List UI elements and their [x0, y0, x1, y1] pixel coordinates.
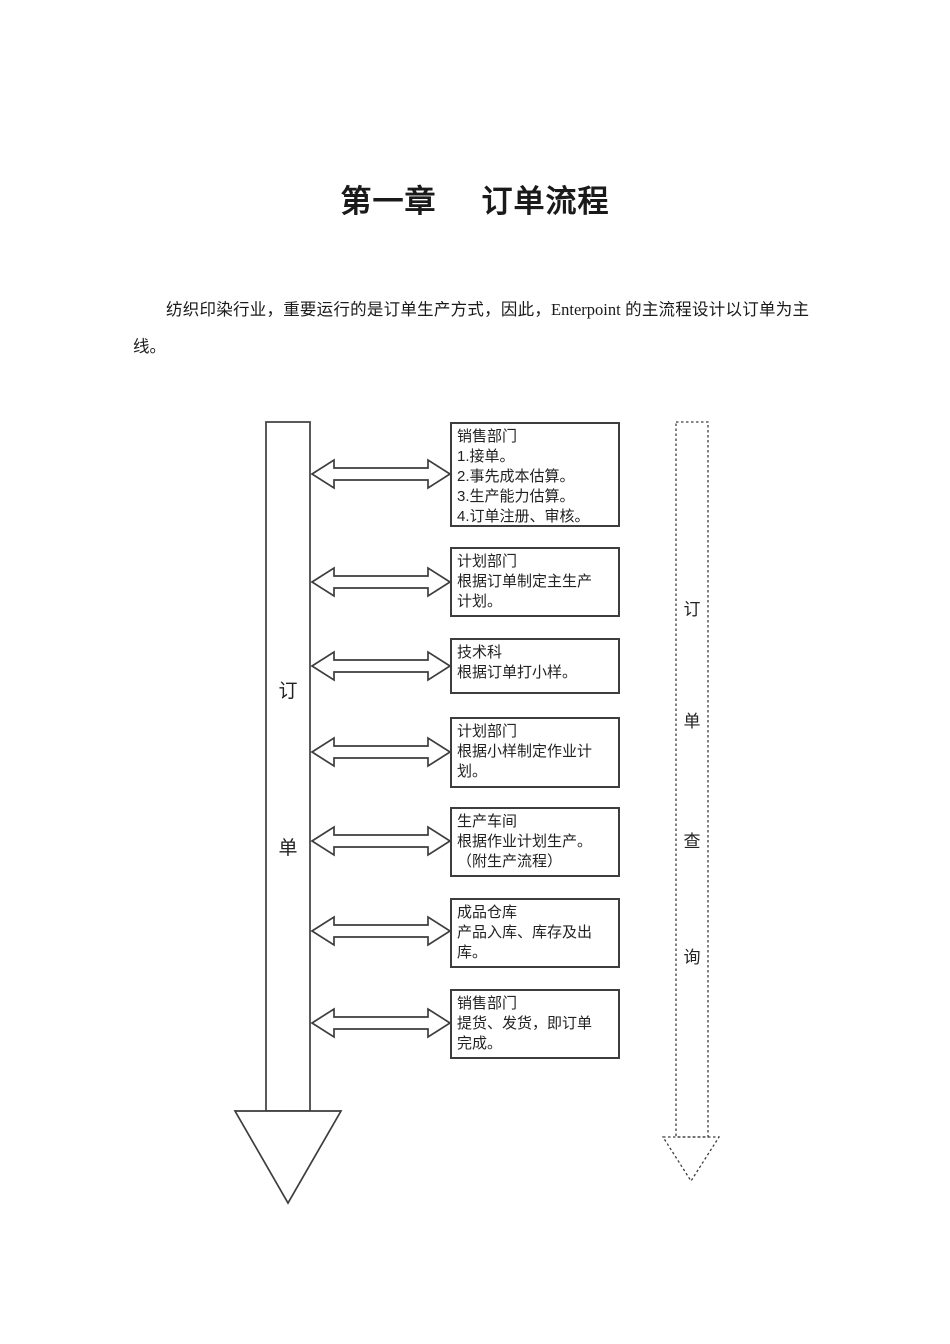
double-arrow-icon — [310, 915, 452, 947]
flow-box-heading: 生产车间 — [457, 813, 518, 830]
order-query-arrow-shape — [661, 421, 721, 1183]
flow-box-body: 根据作业计划生产。 （附生产流程） — [457, 833, 593, 870]
flow-box-warehouse: 成品仓库 产品入库、库存及出 库。 — [450, 898, 620, 968]
flow-box-production: 生产车间 根据作业计划生产。 （附生产流程） — [450, 807, 620, 877]
flow-box-planning-master: 计划部门 根据订单制定主生产 计划。 — [450, 547, 620, 617]
double-arrow-icon — [310, 825, 452, 857]
intro-paragraph: 纺织印染行业，重要运行的是订单生产方式，因此，Enterpoint 的主流程设计… — [133, 300, 809, 356]
order-flow-char: 订 — [278, 681, 298, 702]
double-arrow-icon — [310, 566, 452, 598]
down-arrowhead-icon — [233, 1110, 343, 1205]
order-flow-arrow-shape — [233, 421, 343, 1205]
flow-box-heading: 销售部门 — [457, 428, 518, 445]
dashed-down-arrowhead-icon — [661, 1136, 721, 1183]
flow-box-heading: 销售部门 — [457, 995, 518, 1012]
order-query-char: 询 — [683, 948, 701, 967]
flow-box-body: 1.接单。 2.事先成本估算。 3.生产能力估算。 4.订单注册、审核。 — [457, 448, 590, 525]
chapter-title: 第一章 订单流程 — [0, 176, 950, 221]
chapter-name: 订单流程 — [481, 184, 610, 219]
double-arrow-icon — [310, 458, 452, 490]
flow-box-body: 根据小样制定作业计 划。 — [457, 743, 593, 780]
chapter-number: 第一章 — [340, 184, 437, 219]
double-arrow-icon — [310, 736, 452, 768]
flow-box-heading: 技术科 — [457, 644, 503, 661]
flow-box-heading: 计划部门 — [457, 723, 518, 740]
flow-box-body: 根据订单打小样。 — [457, 664, 578, 681]
order-query-char: 单 — [683, 712, 701, 731]
double-arrow-connectors — [310, 458, 452, 1039]
double-arrow-icon — [310, 650, 452, 682]
flow-box-heading: 成品仓库 — [457, 904, 518, 921]
order-query-char: 查 — [683, 832, 701, 851]
flow-box-heading: 计划部门 — [457, 553, 518, 570]
flow-box-body: 根据订单制定主生产 计划。 — [457, 573, 593, 610]
flow-box-planning-job: 计划部门 根据小样制定作业计 划。 — [450, 717, 620, 788]
order-query-char: 订 — [683, 600, 701, 619]
flow-box-sales-delivery: 销售部门 提货、发货，即订单 完成。 — [450, 989, 620, 1059]
order-flow-char: 单 — [278, 838, 298, 859]
double-arrow-icon — [310, 1007, 452, 1039]
flow-box-sales-intake: 销售部门 1.接单。 2.事先成本估算。 3.生产能力估算。 4.订单注册、审核… — [450, 422, 620, 527]
flow-box-body: 产品入库、库存及出 库。 — [457, 924, 593, 961]
flow-box-tech-sample: 技术科 根据订单打小样。 — [450, 638, 620, 694]
flow-box-body: 提货、发货，即订单 完成。 — [457, 1015, 593, 1052]
